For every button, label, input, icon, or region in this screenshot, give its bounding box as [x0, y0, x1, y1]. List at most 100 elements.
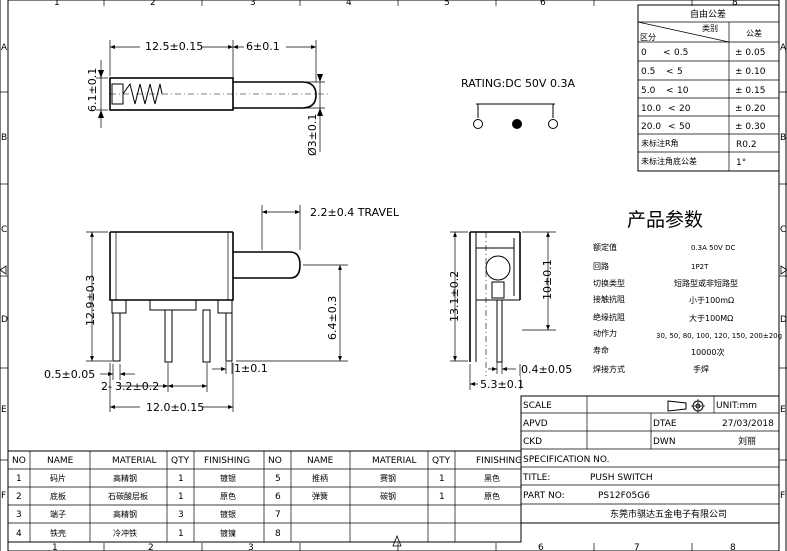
zone-number-bottom-1: 1: [52, 543, 58, 551]
dim-pitch: 3.2±0.2: [115, 380, 159, 393]
zone-letter-a: A: [1, 43, 8, 53]
bom-row-2-qty: 1: [178, 492, 184, 502]
param-key-2: 回路: [593, 261, 609, 271]
bom-row-4-no: 4: [16, 529, 22, 539]
bom-row-4-qty: 1: [178, 529, 184, 539]
bom-head-no: NO: [12, 456, 26, 466]
dim-side-height: 13.1±0.2: [448, 271, 461, 322]
tolerance-title: 自由公差: [690, 8, 726, 20]
tol-row-4-tol: ± 0.20: [735, 104, 766, 114]
dim-front-width: 12.0±0.15: [146, 401, 204, 414]
tol-row-5-from: 20.0: [641, 122, 661, 132]
bom-head-material: MATERIAL: [112, 456, 157, 466]
bom-row-1-material: 高精钢: [113, 473, 137, 483]
param-val-5: 大于100MΩ: [689, 313, 733, 323]
param-val-6: 30, 50, 80, 100, 120, 150, 200±20g: [656, 332, 782, 340]
tol-row-3-to: 10: [677, 86, 689, 96]
param-key-6: 动作力: [593, 328, 617, 338]
param-key-1: 额定值: [593, 242, 617, 252]
zone-letter-d-right: D: [780, 315, 787, 325]
bom-row-5-material: 赛钢: [380, 473, 396, 483]
zone-letter-e: E: [1, 405, 7, 415]
tb-dwn-label: DWN: [653, 437, 676, 447]
tb-date-value: 27/03/2018: [722, 419, 774, 429]
dim-travel: 2.2±0.4 TRAVEL: [310, 206, 400, 219]
dim-pitch-prefix: 2-: [101, 380, 112, 393]
bom-row-1-finishing: 镀银: [220, 473, 236, 483]
bom-head-finishing: FINISHING: [204, 456, 250, 466]
tol-row-2-from: 0.5: [641, 67, 655, 77]
param-val-1: 0.3A 50V DC: [691, 244, 735, 252]
tb-ckd-label: CKD: [523, 437, 542, 447]
bom-row-2-finishing: 原色: [220, 491, 236, 501]
bom-row-3-no: 3: [16, 510, 22, 520]
tol-row-5-tol: ± 0.30: [735, 122, 766, 132]
dim-front-actuator: 6.4±0.3: [326, 296, 339, 340]
dim-top-pin: 6±0.1: [246, 40, 280, 53]
bom-row-5-no: 5: [275, 474, 281, 484]
zone-number-top-5: 5: [444, 0, 450, 8]
dim-side-width: 5.3±0.1: [480, 378, 524, 391]
tol-row-3-tol: ± 0.15: [735, 86, 765, 96]
rating-schematic: RATING:DC 50V 0.3A: [461, 77, 575, 129]
tol-row-2-tol: ± 0.10: [735, 67, 766, 77]
product-parameters: 产品参数 额定值 0.3A 50V DC 回路 1P2T 切换类型 短路型或非短…: [593, 209, 782, 374]
zone-letter-f-right: F: [780, 491, 785, 501]
bom-row-2-material: 石碳酸层板: [108, 491, 148, 501]
bom-row-1-name: 码片: [50, 473, 66, 483]
bom-row-4-name: 铁壳: [50, 528, 66, 538]
bom-row-2-name: 底板: [50, 491, 66, 501]
tol-row-4-from: 10.0: [641, 104, 661, 114]
zone-number-bottom-8: 8: [730, 543, 736, 551]
tol-radius-label: 未标注R角: [641, 138, 679, 148]
bom-row-4-finishing: 镀镍: [220, 528, 236, 538]
param-key-8: 焊接方式: [593, 364, 625, 374]
tb-dwn-value: 刘丽: [738, 435, 756, 447]
tb-part-label: PART NO:: [523, 491, 565, 501]
bom-row-3-name: 端子: [50, 509, 66, 519]
zone-letter-f: F: [1, 491, 6, 501]
zone-letter-c: C: [1, 225, 7, 235]
zone-number-bottom-3: 3: [248, 543, 254, 551]
tol-row-2-to: 5: [677, 67, 683, 77]
dim-lead-thickness: 0.5±0.05: [44, 368, 95, 381]
tol-row-3-sym: <: [666, 86, 674, 96]
zone-letter-a-right: A: [780, 43, 787, 53]
tol-row-1-sym: <: [663, 48, 671, 58]
bom-row-6-qty: 1: [439, 492, 445, 502]
bom-head-finishing-2: FINISHING: [476, 456, 522, 466]
zone-number-bottom-2: 2: [148, 543, 154, 551]
dim-side-top: 10±0.1: [541, 259, 554, 300]
tol-row-4-to: 20: [679, 104, 691, 114]
bom-row-6-name: 弹簧: [312, 491, 328, 501]
zone-number-top-2: 2: [150, 0, 156, 8]
bom-row-3-qty: 3: [178, 510, 184, 520]
bom-row-5-qty: 1: [439, 474, 445, 484]
bom-row-6-no: 6: [275, 492, 281, 502]
param-val-8: 手焊: [693, 364, 709, 374]
tol-row-5-sym: <: [668, 122, 676, 132]
bom-head-qty: QTY: [171, 456, 190, 466]
dim-top-diameter: Ø3±0.1: [306, 114, 319, 156]
side-view: 13.1±0.2 10±0.1 0.4±0.05 5.3±0.1: [448, 231, 572, 391]
dim-top-height: 6.1±0.1: [86, 68, 99, 112]
tb-title-value: PUSH SWITCH: [590, 473, 653, 483]
zone-letter-b-right: B: [780, 133, 786, 143]
bom-row-2-no: 2: [16, 492, 22, 502]
bom-row-3-material: 高精钢: [113, 509, 137, 519]
tol-angle-label: 未标注角底公差: [641, 156, 697, 166]
projection-symbol-icon: [667, 399, 705, 413]
tol-angle-value: 1°: [736, 158, 746, 168]
tol-row-3-from: 5.0: [641, 86, 656, 96]
top-view: 12.5±0.15 6±0.1 6.1±0.1 Ø3±0.1: [86, 38, 330, 156]
param-key-7: 寿命: [593, 345, 609, 355]
tol-row-5-to: 50: [679, 122, 691, 132]
dim-side-pin: 0.4±0.05: [521, 363, 572, 376]
tb-scale-label: SCALE: [523, 401, 552, 411]
bom-head-name: NAME: [47, 456, 74, 466]
bom-head-qty-2: QTY: [432, 456, 451, 466]
tb-spec-label: SPECIFICATION NO.: [523, 455, 609, 465]
dim-lead-width: 1±0.1: [234, 362, 268, 375]
zone-letter-d: D: [1, 315, 8, 325]
